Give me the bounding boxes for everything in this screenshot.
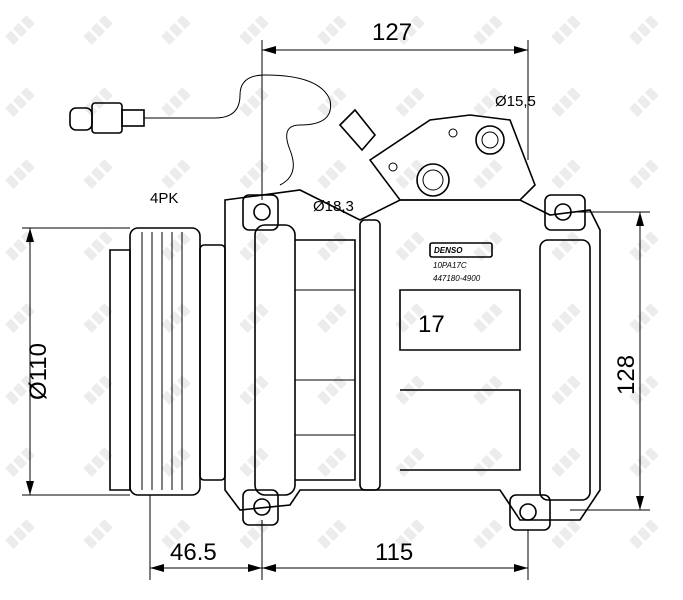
watermark-logo	[629, 519, 659, 549]
watermark-logo	[317, 15, 347, 45]
watermark-logo	[317, 159, 347, 189]
watermark-logo	[161, 231, 191, 261]
watermark-logo	[395, 231, 425, 261]
dim-width-top: 127	[372, 19, 412, 46]
nameplate: DENSO 10PA17C 447180-4900	[429, 242, 493, 283]
watermark-logo	[551, 159, 581, 189]
watermark-logo	[551, 231, 581, 261]
watermark-logo	[83, 519, 113, 549]
watermark-logo	[161, 159, 191, 189]
dim-port-small: Ø18,3	[313, 198, 354, 215]
watermark-logo	[317, 231, 347, 261]
watermark-logo	[629, 231, 659, 261]
watermark-logo	[317, 447, 347, 477]
watermark-logo	[317, 519, 347, 549]
watermark-logo	[161, 519, 191, 549]
watermark-logo	[551, 15, 581, 45]
watermark-logo	[317, 87, 347, 117]
watermark-logo	[5, 159, 35, 189]
watermark-logo	[83, 231, 113, 261]
watermark-logo	[473, 87, 503, 117]
watermark-logo	[473, 303, 503, 333]
watermark-logo	[83, 159, 113, 189]
pulley	[109, 227, 226, 496]
dimension-lines	[22, 40, 650, 580]
dim-port-large: Ø15,5	[495, 93, 536, 110]
watermark-logo	[317, 303, 347, 333]
watermark-logo	[83, 303, 113, 333]
watermark-logo	[551, 303, 581, 333]
watermark-logo	[161, 15, 191, 45]
watermark-logo	[395, 15, 425, 45]
watermark-logo	[5, 303, 35, 333]
watermark-logo	[395, 87, 425, 117]
watermark-logo	[239, 519, 269, 549]
watermark-logo	[629, 87, 659, 117]
nameplate-part-number: 447180-4900	[433, 274, 481, 283]
watermark-logo	[83, 447, 113, 477]
electrical-connector	[69, 74, 332, 186]
dim-pulley-diameter: Ø110	[25, 343, 52, 400]
watermark-logo	[83, 15, 113, 45]
watermark-logo	[239, 231, 269, 261]
watermark-logo	[473, 519, 503, 549]
watermark-logo	[161, 87, 191, 117]
watermark-logo	[161, 447, 191, 477]
watermark-logo	[83, 87, 113, 117]
watermark-logo	[5, 15, 35, 45]
dim-height-right: 128	[613, 355, 640, 395]
watermark-logo	[5, 447, 35, 477]
watermark-logo	[629, 303, 659, 333]
watermark-logo	[395, 519, 425, 549]
watermark-logo	[5, 87, 35, 117]
watermark-logo	[317, 375, 347, 405]
dim-offset-bottom: 46.5	[170, 539, 217, 566]
nameplate-model: 10PA17C	[433, 261, 467, 270]
dimension-arrows	[26, 46, 644, 572]
watermark-logo	[161, 375, 191, 405]
watermark-logo	[239, 159, 269, 189]
watermark-logo	[239, 375, 269, 405]
watermark-logo	[629, 447, 659, 477]
dim-width-bottom: 115	[375, 539, 413, 566]
watermark-logo	[473, 15, 503, 45]
watermark-logo	[473, 447, 503, 477]
watermark-logo	[629, 15, 659, 45]
watermark-logo	[629, 159, 659, 189]
watermark-logo	[551, 447, 581, 477]
dim-belt: 4PK	[150, 190, 178, 207]
watermark-logo	[5, 519, 35, 549]
watermark-pattern	[5, 15, 659, 549]
watermark-logo	[473, 159, 503, 189]
nameplate-brand: DENSO	[434, 246, 463, 255]
watermark-logo	[5, 375, 35, 405]
watermark-logo	[551, 519, 581, 549]
compressor-body	[224, 108, 601, 531]
watermark-logo	[551, 87, 581, 117]
watermark-logo	[395, 447, 425, 477]
cross-section-label: 17	[418, 311, 445, 338]
watermark-logo	[239, 447, 269, 477]
watermark-logo	[239, 15, 269, 45]
watermark-logo	[395, 303, 425, 333]
watermark-logo	[551, 375, 581, 405]
watermark-logo	[239, 87, 269, 117]
watermark-logo	[83, 375, 113, 405]
watermark-logo	[161, 303, 191, 333]
watermark-logo	[395, 159, 425, 189]
watermark-logo	[239, 303, 269, 333]
